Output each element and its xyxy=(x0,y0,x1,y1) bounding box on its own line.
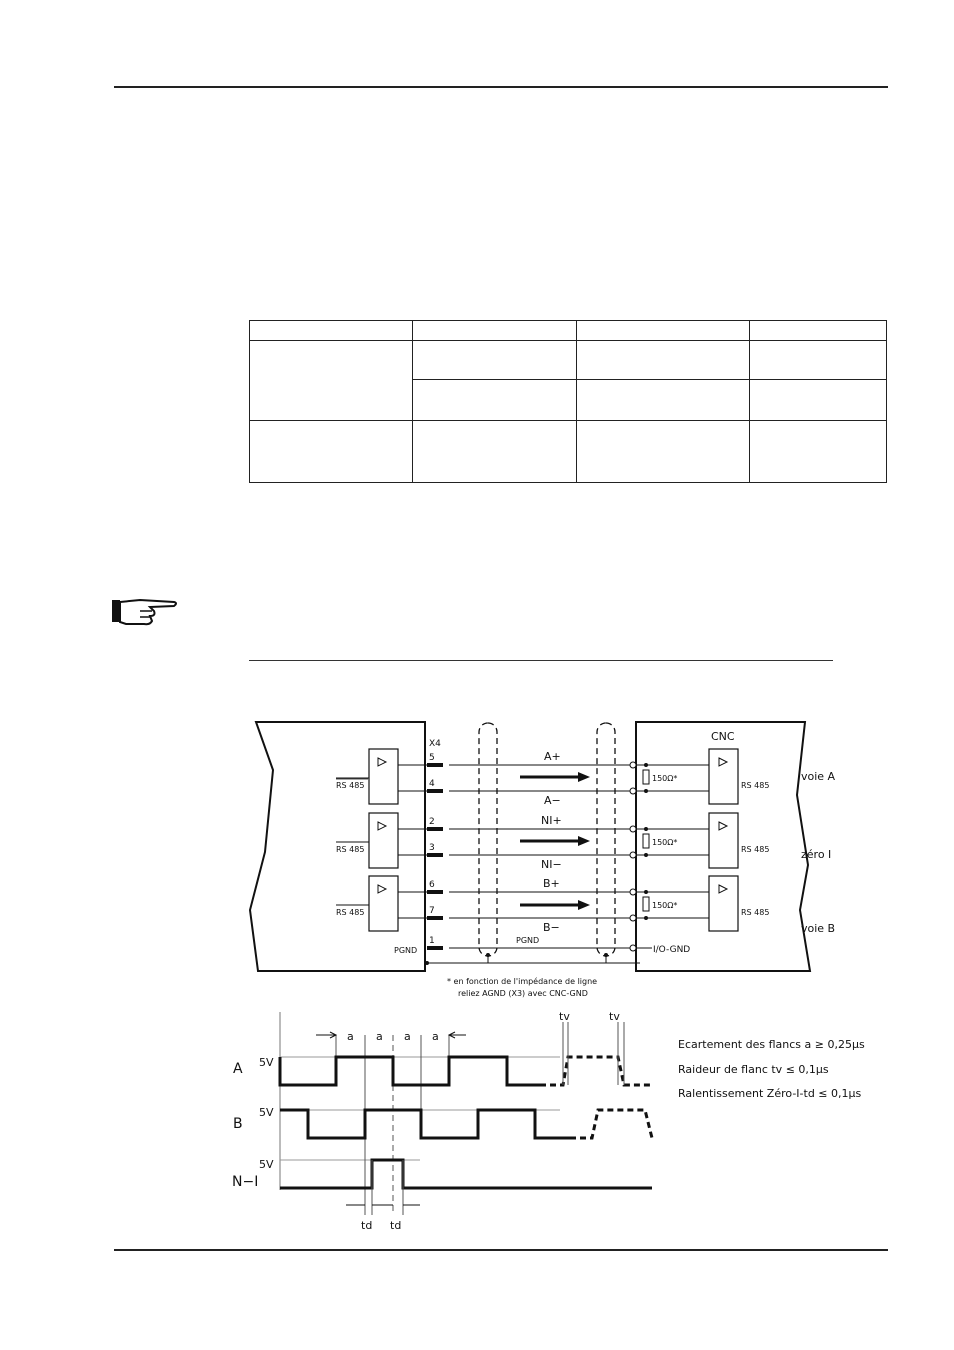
edge-spacing-label: a xyxy=(432,1030,439,1043)
pin-number: 3 xyxy=(429,843,435,853)
table-row xyxy=(249,320,887,341)
driver-label: RS 485 xyxy=(336,781,364,790)
drive-housing xyxy=(248,721,426,972)
connector-label: X4 xyxy=(429,739,441,749)
ground-connection: PGND 1 PGND I/O-GND xyxy=(394,936,690,965)
line-driver xyxy=(368,748,399,805)
edge-spacing-label: a xyxy=(376,1030,383,1043)
channel-label: voie B xyxy=(801,922,835,935)
delay-label: td xyxy=(361,1219,372,1232)
edge-spacing-label: a xyxy=(347,1030,354,1043)
receiver-triangle-icon xyxy=(718,884,729,894)
pin-number: 2 xyxy=(429,817,435,827)
footnote: reliez AGND (X3) avec CNC-GND xyxy=(458,989,588,998)
termination-resistor xyxy=(642,833,650,849)
channel-label: voie A xyxy=(801,770,836,783)
signal-row-label: B xyxy=(233,1116,243,1132)
channel-group-ni: RS 485 2 3 NI+ NI− 150Ω* RS 485 zéro I xyxy=(336,812,831,871)
footer-rule xyxy=(114,1249,888,1251)
rise-time-label: tv xyxy=(559,1010,570,1023)
signal-label: B+ xyxy=(543,877,560,890)
resistor-label: 150Ω* xyxy=(652,838,677,847)
timing-spec: Raideur de flanc tv ≤ 0,1µs xyxy=(678,1063,829,1076)
section-rule xyxy=(249,660,833,661)
receiver-label: RS 485 xyxy=(741,845,769,854)
io-gnd-label: I/O-GND xyxy=(653,945,690,955)
line-receiver xyxy=(708,812,739,869)
cable-shield-left xyxy=(478,722,498,957)
header-rule xyxy=(114,86,888,88)
channel-label: zéro I xyxy=(801,848,831,861)
signal-label: A− xyxy=(544,794,561,807)
channel-group-b: RS 485 6 7 B+ B− 150Ω* RS 485 voie B xyxy=(336,875,835,935)
driver-label: RS 485 xyxy=(336,908,364,917)
pin-number: 5 xyxy=(429,753,435,763)
pgnd-label: PGND xyxy=(394,946,417,955)
resistor-label: 150Ω* xyxy=(652,901,677,910)
driver-triangle-icon xyxy=(377,821,388,831)
arrow-right-icon xyxy=(578,900,590,910)
cnc-label: CNC xyxy=(711,730,735,743)
pin-number: 6 xyxy=(429,880,435,890)
table-row xyxy=(249,420,887,483)
pgnd-label: PGND xyxy=(516,936,539,945)
line-driver xyxy=(368,812,399,869)
cnc-housing xyxy=(635,721,812,972)
channel-group-a: RS 485 5 4 A+ A− 150Ω* RS 485 voie A xyxy=(336,748,836,807)
arrow-right-icon xyxy=(578,836,590,846)
voltage-label: 5V xyxy=(259,1106,274,1119)
rise-time-label: tv xyxy=(609,1010,620,1023)
waveform-b xyxy=(280,1108,570,1140)
pin-number: 1 xyxy=(429,936,435,946)
resistor-label: 150Ω* xyxy=(652,774,677,783)
encoder-wiring-diagram: CNC X4 RS 485 5 4 A+ A− 150Ω* RS 485 voi… xyxy=(232,721,865,1232)
receiver-triangle-icon xyxy=(718,757,729,767)
signal-label: NI− xyxy=(541,858,562,871)
waveform-zero-index xyxy=(280,1158,652,1190)
driver-label: RS 485 xyxy=(336,845,364,854)
line-driver xyxy=(368,875,399,932)
receiver-triangle-icon xyxy=(718,821,729,831)
pin-number: 4 xyxy=(429,779,435,789)
cable-shield-right xyxy=(596,722,616,957)
driver-triangle-icon xyxy=(377,884,388,894)
voltage-label: 5V xyxy=(259,1158,274,1171)
voltage-label: 5V xyxy=(259,1056,274,1069)
signal-label: A+ xyxy=(544,750,561,763)
pointing-hand-icon xyxy=(112,598,177,626)
waveform-a xyxy=(278,1055,540,1087)
arrow-right-icon xyxy=(578,772,590,782)
line-receiver xyxy=(708,875,739,932)
signal-row-label: A xyxy=(233,1061,243,1077)
receiver-label: RS 485 xyxy=(741,908,769,917)
pin-number: 7 xyxy=(429,906,435,916)
specification-table xyxy=(249,320,887,483)
table-row xyxy=(249,340,887,421)
delay-label: td xyxy=(390,1219,401,1232)
signal-label: NI+ xyxy=(541,814,562,827)
footnote: * en fonction de l'impédance de ligne xyxy=(447,976,597,986)
driver-triangle-icon xyxy=(377,757,388,767)
edge-spacing-label: a xyxy=(404,1030,411,1043)
line-receiver xyxy=(708,748,739,805)
receiver-label: RS 485 xyxy=(741,781,769,790)
signal-row-label: N−I xyxy=(232,1174,258,1190)
timing-spec: Ralentissement Zéro-I-td ≤ 0,1µs xyxy=(678,1087,861,1100)
termination-resistor xyxy=(642,769,650,785)
timing-spec: Ecartement des flancs a ≥ 0,25µs xyxy=(678,1038,865,1051)
timing-diagram: a a a a A 5V tv tv B 5V N−I 5V td td Eca… xyxy=(232,1010,865,1232)
termination-resistor xyxy=(642,896,650,912)
signal-label: B− xyxy=(543,921,560,934)
